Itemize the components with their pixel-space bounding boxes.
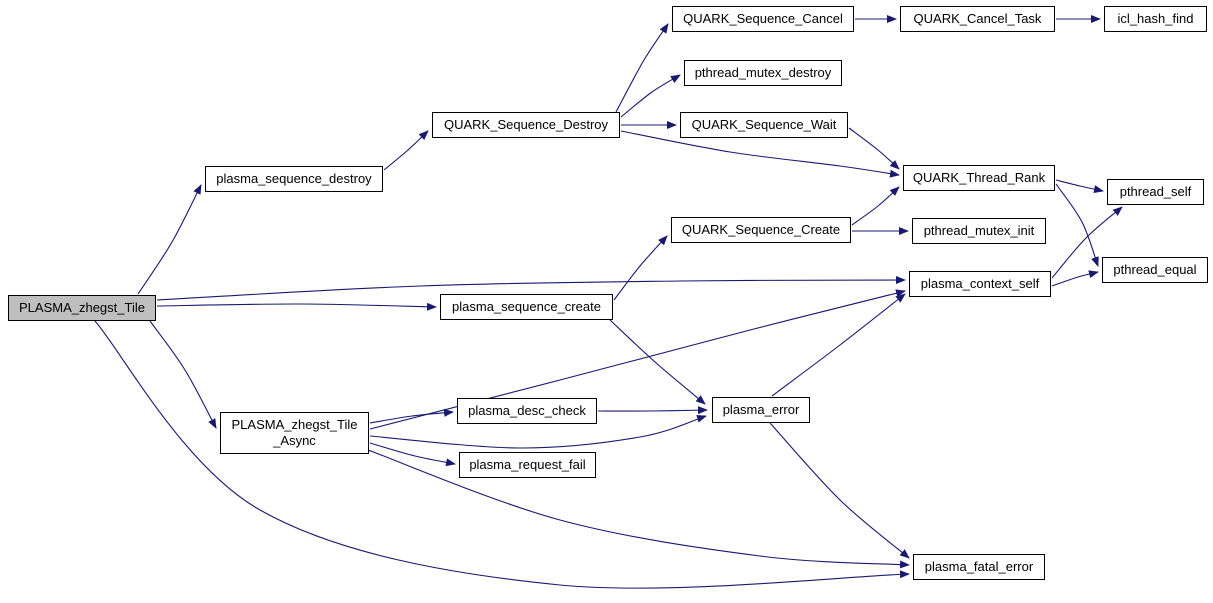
node-plasma_sequence_destroy[interactable]: plasma_sequence_destroy <box>205 166 383 192</box>
edge-plasma_sequence_create--plasma_error <box>609 319 706 405</box>
node-plasma_desc_check[interactable]: plasma_desc_check <box>457 398 597 424</box>
edge-QUARK_Sequence_Create--QUARK_Thread_Rank <box>851 186 900 226</box>
node-label: plasma_request_fail <box>469 457 586 473</box>
edge-QUARK_Sequence_Wait--QUARK_Thread_Rank <box>848 127 900 170</box>
edge-plasma_sequence_destroy--QUARK_Sequence_Destroy <box>383 130 429 171</box>
node-label: plasma_fatal_error <box>924 559 1034 575</box>
node-label: plasma_sequence_create <box>452 299 601 315</box>
edge-QUARK_Thread_Rank--pthread_self <box>1055 179 1104 193</box>
node-QUARK_Sequence_Create[interactable]: QUARK_Sequence_Create <box>671 217 851 243</box>
edge-plasma_desc_check--plasma_error <box>597 406 708 415</box>
node-pthread_mutex_destroy[interactable]: pthread_mutex_destroy <box>684 60 842 86</box>
node-plasma_fatal_error[interactable]: plasma_fatal_error <box>913 554 1045 580</box>
edge-PLASMA_zhegst_Tile_Async--plasma_fatal_error <box>367 449 910 569</box>
node-plasma_context_self[interactable]: plasma_context_self <box>909 271 1051 297</box>
node-label: plasma_error <box>722 402 800 418</box>
edge-plasma_error--plasma_fatal_error <box>769 422 910 559</box>
edge-PLASMA_zhegst_Tile--plasma_fatal_error <box>94 320 910 589</box>
node-QUARK_Cancel_Task[interactable]: QUARK_Cancel_Task <box>900 6 1055 32</box>
node-label: PLASMA_zhegst_Tile <box>19 300 145 316</box>
edge-PLASMA_zhegst_Tile--plasma_sequence_destroy <box>137 184 202 295</box>
node-label: QUARK_Sequence_Destroy <box>443 117 609 133</box>
node-label: icl_hash_find <box>1117 11 1194 27</box>
node-icl_hash_find[interactable]: icl_hash_find <box>1104 6 1207 32</box>
node-QUARK_Sequence_Cancel[interactable]: QUARK_Sequence_Cancel <box>672 6 854 32</box>
node-label: QUARK_Thread_Rank <box>912 170 1046 186</box>
node-label: plasma_sequence_destroy <box>216 171 372 187</box>
node-plasma_error[interactable]: plasma_error <box>712 397 810 423</box>
node-plasma_sequence_create[interactable]: plasma_sequence_create <box>440 294 613 320</box>
node-label: pthread_self <box>1119 184 1192 200</box>
edge-QUARK_Sequence_Destroy--QUARK_Thread_Rank <box>620 130 900 178</box>
node-plasma_request_fail[interactable]: plasma_request_fail <box>459 452 596 478</box>
edge-plasma_error--plasma_context_self <box>771 293 906 397</box>
edge-PLASMA_zhegst_Tile--plasma_sequence_create <box>156 302 437 311</box>
edge-PLASMA_zhegst_Tile_Async--plasma_desc_check <box>369 408 454 424</box>
node-pthread_equal[interactable]: pthread_equal <box>1102 257 1208 283</box>
edge-plasma_context_self--pthread_equal <box>1051 270 1099 287</box>
node-label: plasma_context_self <box>920 276 1040 292</box>
edge-PLASMA_zhegst_Tile_Async--plasma_error <box>369 414 707 449</box>
edge-PLASMA_zhegst_Tile_Async--plasma_context_self <box>369 289 906 430</box>
node-label: pthread_mutex_init <box>923 223 1035 239</box>
node-label: pthread_mutex_destroy <box>694 65 832 81</box>
node-pthread_mutex_init[interactable]: pthread_mutex_init <box>912 218 1046 244</box>
node-label: QUARK_Sequence_Wait <box>691 117 837 133</box>
node-QUARK_Sequence_Wait[interactable]: QUARK_Sequence_Wait <box>680 112 848 138</box>
edge-QUARK_Sequence_Destroy--pthread_mutex_destroy <box>620 74 681 118</box>
node-PLASMA_zhegst_Tile_Async[interactable]: PLASMA_zhegst_Tile _Async <box>220 412 369 454</box>
node-label: plasma_desc_check <box>468 403 586 419</box>
node-pthread_self[interactable]: pthread_self <box>1107 179 1204 205</box>
edge-PLASMA_zhegst_Tile_Async--plasma_request_fail <box>369 442 456 467</box>
node-QUARK_Thread_Rank[interactable]: QUARK_Thread_Rank <box>903 165 1055 191</box>
node-label: QUARK_Sequence_Cancel <box>683 11 843 27</box>
edge-plasma_sequence_create--QUARK_Sequence_Create <box>613 235 668 301</box>
edge-QUARK_Sequence_Destroy--QUARK_Sequence_Cancel <box>615 23 669 113</box>
node-QUARK_Sequence_Destroy[interactable]: QUARK_Sequence_Destroy <box>432 112 620 138</box>
node-label: QUARK_Sequence_Create <box>681 222 841 238</box>
node-label: QUARK_Cancel_Task <box>913 11 1042 27</box>
node-label: PLASMA_zhegst_Tile _Async <box>231 417 358 448</box>
edge-PLASMA_zhegst_Tile--plasma_context_self <box>156 276 906 301</box>
edge-plasma_context_self--pthread_self <box>1051 206 1123 279</box>
edge-PLASMA_zhegst_Tile--PLASMA_zhegst_Tile_Async <box>149 320 217 429</box>
edge-QUARK_Thread_Rank--pthread_equal <box>1055 183 1099 267</box>
node-label: pthread_equal <box>1113 262 1197 278</box>
node-PLASMA_zhegst_Tile: PLASMA_zhegst_Tile <box>8 295 156 321</box>
